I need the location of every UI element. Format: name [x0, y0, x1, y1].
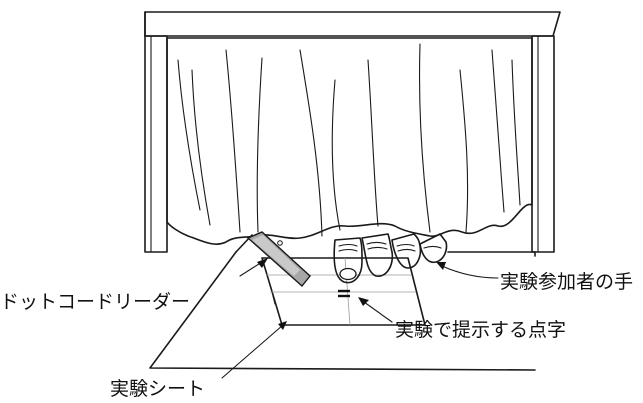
dot-code-reader-icon — [246, 231, 311, 288]
reader-label: ドットコードリーダー — [0, 291, 191, 313]
braille-dots-icon — [338, 289, 350, 298]
hand-icon — [333, 233, 448, 284]
sheet-label: 実験シート — [110, 378, 206, 400]
leader-arrows — [221, 258, 499, 379]
table-outline — [149, 234, 536, 371]
participant-hand-label: 実験参加者の手 — [500, 271, 634, 293]
curtain-icon — [166, 37, 533, 245]
braille-label: 実験で提示する点字 — [395, 319, 567, 341]
